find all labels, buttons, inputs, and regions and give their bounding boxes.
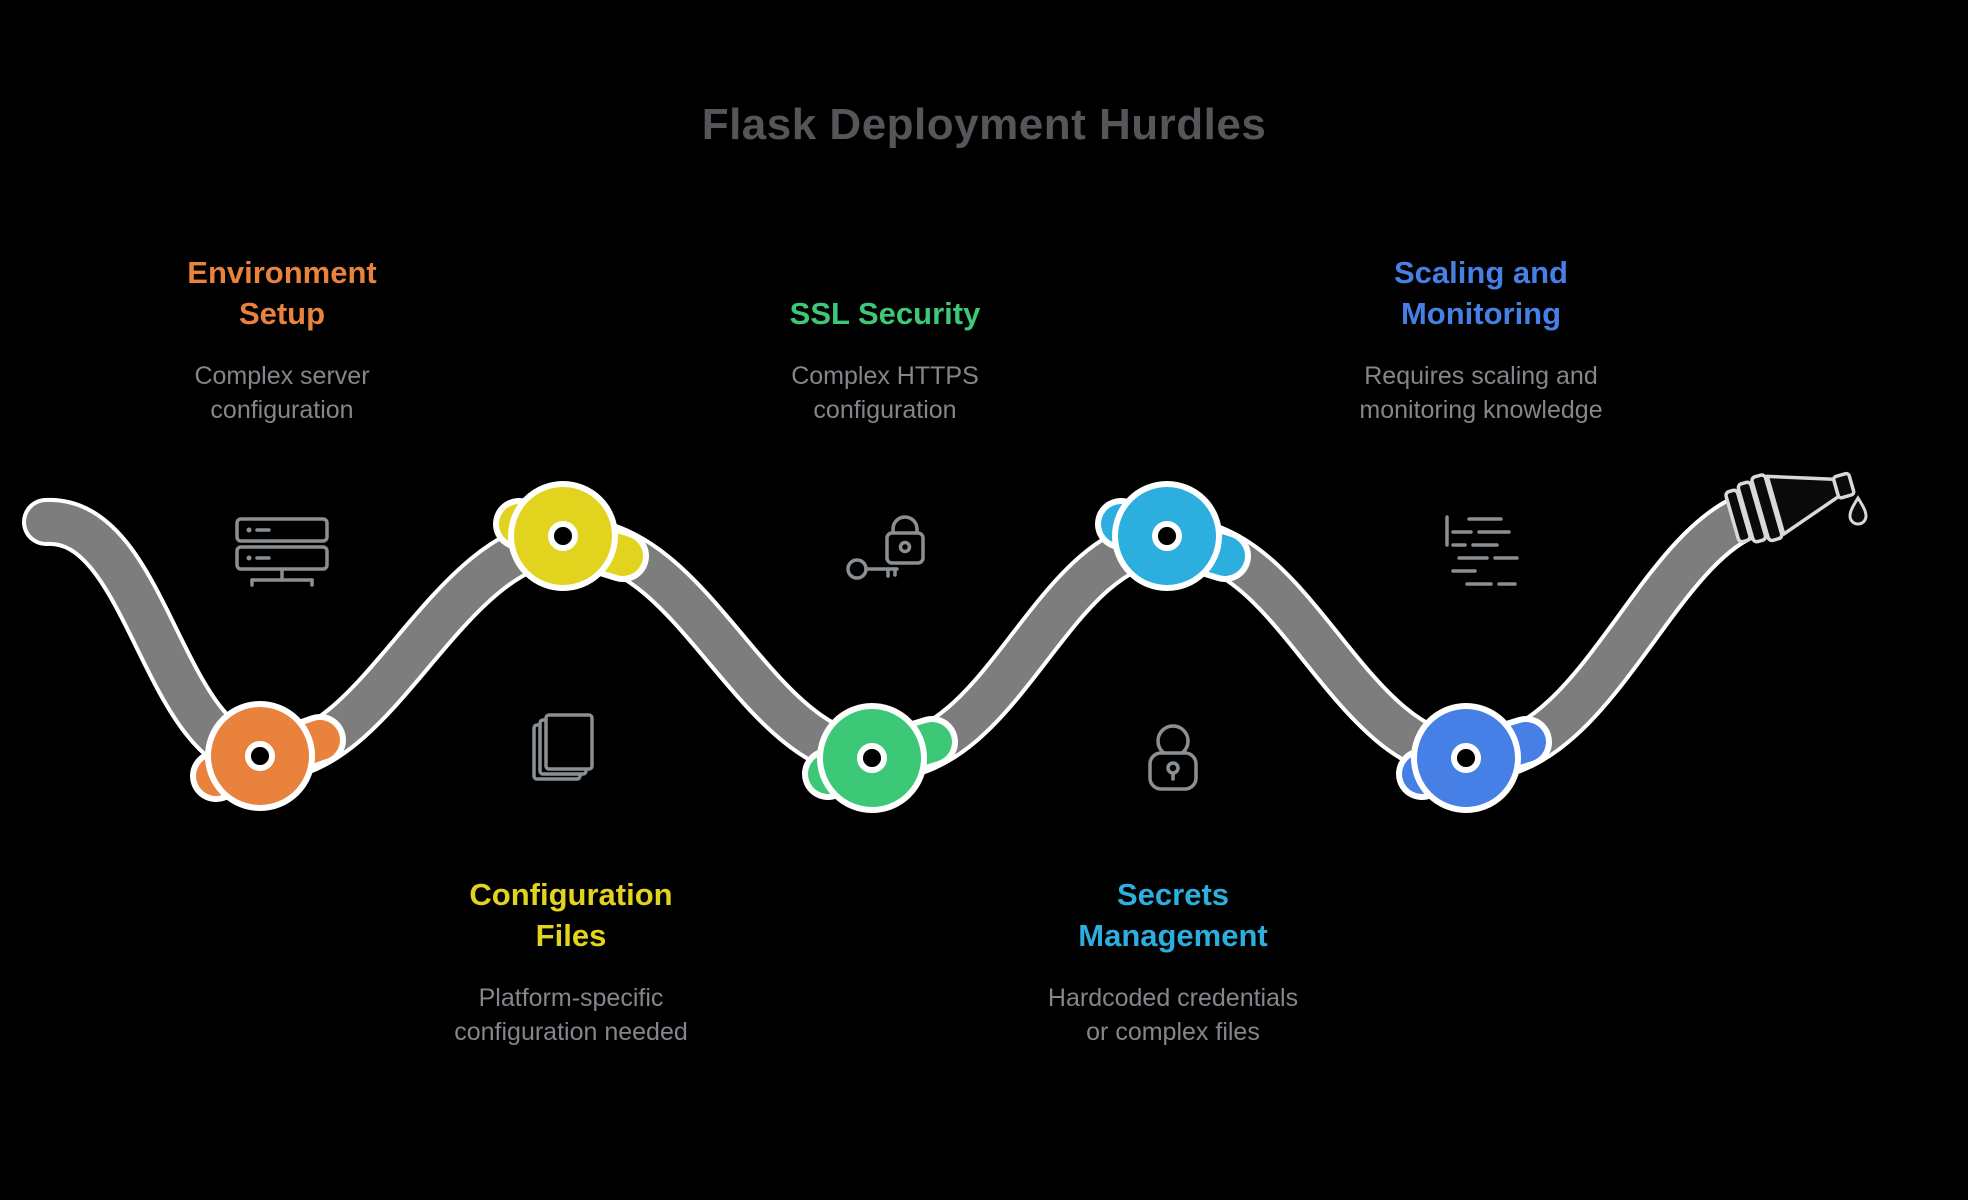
hurdle-label-line: SSL Security xyxy=(789,295,981,331)
hurdle-secrets-management: Secrets Management Hardcoded credentials… xyxy=(983,872,1363,1050)
hurdle-description-line: Requires scaling and xyxy=(1364,362,1598,390)
hurdle-label-line: Secrets xyxy=(1116,877,1230,913)
hurdle-description: Hardcoded credentials or complex files xyxy=(983,982,1363,1050)
hurdle-label-line: Configuration xyxy=(469,877,673,913)
key-padlock-icon xyxy=(846,515,925,580)
hurdle-label: Environment Setup xyxy=(92,228,472,334)
hurdle-environment-setup: Environment Setup Complex server configu… xyxy=(92,228,472,428)
water-droplet-icon xyxy=(1848,495,1868,526)
hurdle-label: Scaling and Monitoring xyxy=(1291,228,1671,334)
hurdle-label-line: Monitoring xyxy=(1400,295,1562,331)
hurdle-label-line: Setup xyxy=(238,295,326,331)
hurdle-label: Configuration Files xyxy=(381,872,761,956)
hurdle-label: SSL Security xyxy=(695,228,1075,334)
hurdle-description: Complex HTTPS configuration xyxy=(695,360,1075,428)
hurdle-description-line: monitoring knowledge xyxy=(1359,395,1603,424)
hurdle-description-line: configuration xyxy=(813,395,957,424)
hurdle-label-line: Files xyxy=(535,917,607,953)
knot-scaling-and-monitoring xyxy=(1396,703,1552,813)
hurdle-label-line: Management xyxy=(1078,917,1268,953)
hurdle-description-line: or complex files xyxy=(1086,1017,1260,1046)
hurdle-description: Requires scaling and monitoring knowledg… xyxy=(1291,360,1671,428)
hurdle-description: Complex server configuration xyxy=(92,360,472,428)
diagram-title: Flask Deployment Hurdles xyxy=(701,100,1267,149)
knot-configuration-files xyxy=(493,481,649,591)
hurdle-scaling-and-monitoring: Scaling and Monitoring Requires scaling … xyxy=(1291,228,1671,428)
document-stack-icon xyxy=(532,713,594,781)
knot-environment-setup xyxy=(190,701,346,811)
hurdle-label: Secrets Management xyxy=(983,872,1363,956)
hurdle-description-line: Platform-specific xyxy=(478,984,664,1012)
hurdle-configuration-files: Configuration Files Platform-specific co… xyxy=(381,872,761,1050)
server-icon xyxy=(235,517,329,587)
hurdle-description-line: configuration needed xyxy=(454,1017,688,1046)
hurdle-description-line: Hardcoded credentials xyxy=(1047,984,1299,1012)
hose-nozzle xyxy=(1724,471,1856,544)
knot-ssl-security xyxy=(802,703,958,813)
hurdle-description-line: Complex HTTPS xyxy=(791,362,979,390)
hurdle-label-line: Scaling and xyxy=(1394,255,1568,291)
hurdle-description-line: configuration xyxy=(210,395,354,424)
knot-secrets-management xyxy=(1095,481,1251,591)
hurdle-ssl-security: SSL Security Complex HTTPS configuration xyxy=(695,228,1075,428)
hurdle-description: Platform-specific configuration needed xyxy=(381,982,761,1050)
round-padlock-icon xyxy=(1148,724,1198,791)
hurdle-label-line: Environment xyxy=(187,255,377,291)
hurdle-description-line: Complex server xyxy=(194,362,370,390)
log-lines-icon xyxy=(1445,515,1519,586)
